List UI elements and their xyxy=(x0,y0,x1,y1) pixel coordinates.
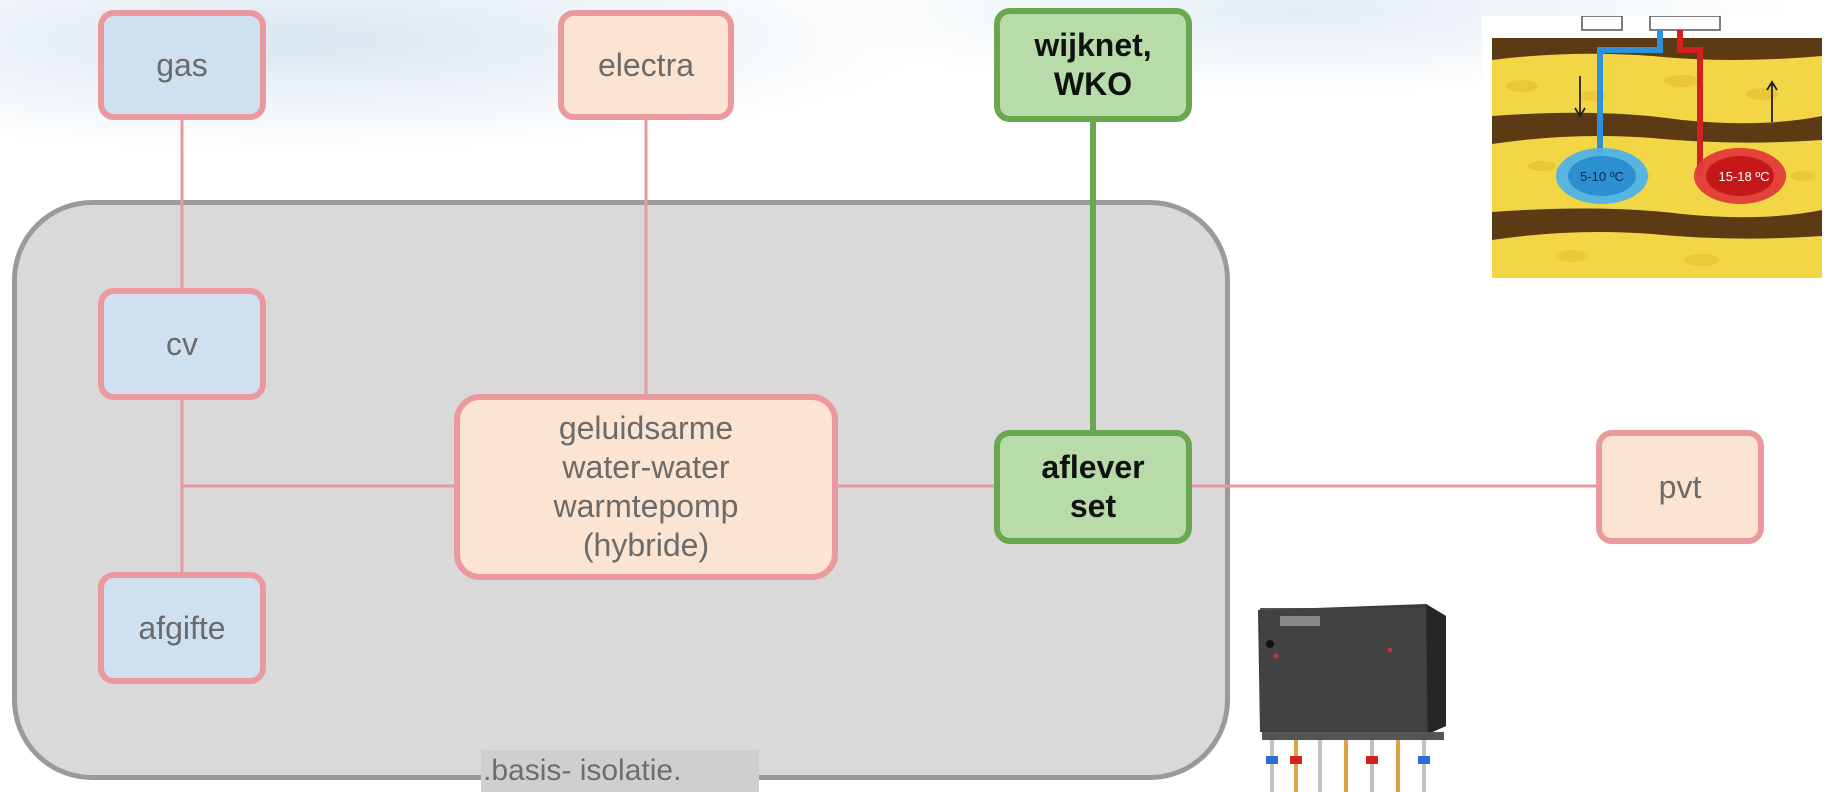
node-gas-label: gas xyxy=(156,46,208,83)
node-cv-label: cv xyxy=(166,325,198,362)
node-gas: gas xyxy=(98,10,266,120)
node-wijknet-label: wijknet, WKO xyxy=(1034,27,1152,102)
node-pvt: pvt xyxy=(1596,430,1764,544)
wko-illustration: 5-10 ºC 15-18 ºC xyxy=(1482,16,1822,278)
node-electra-label: electra xyxy=(597,46,695,83)
afleverset-unit-illustration xyxy=(1250,596,1460,792)
node-warmtepomp-label: geluidsarme water-water warmtepomp (hybr… xyxy=(553,410,739,563)
node-cv: cv xyxy=(98,288,266,400)
wko-cold-label: 5-10 ºC xyxy=(1580,169,1624,184)
node-warmtepomp: geluidsarme water-water warmtepomp (hybr… xyxy=(454,394,838,580)
wko-warm-label: 15-18 ºC xyxy=(1719,169,1770,184)
node-afleverset: aflever set xyxy=(994,430,1192,544)
house-label: .basis- isolatie. xyxy=(481,750,759,792)
node-afgifte: afgifte xyxy=(98,572,266,684)
node-afgifte-label: afgifte xyxy=(138,609,226,646)
up-arrow-icon xyxy=(1766,80,1778,122)
node-electra: electra xyxy=(558,10,734,120)
node-afleverset-label: aflever set xyxy=(1041,449,1145,524)
node-pvt-label: pvt xyxy=(1658,468,1702,505)
down-arrow-icon xyxy=(1574,76,1586,118)
node-wijknet-wko: wijknet, WKO xyxy=(994,8,1192,122)
